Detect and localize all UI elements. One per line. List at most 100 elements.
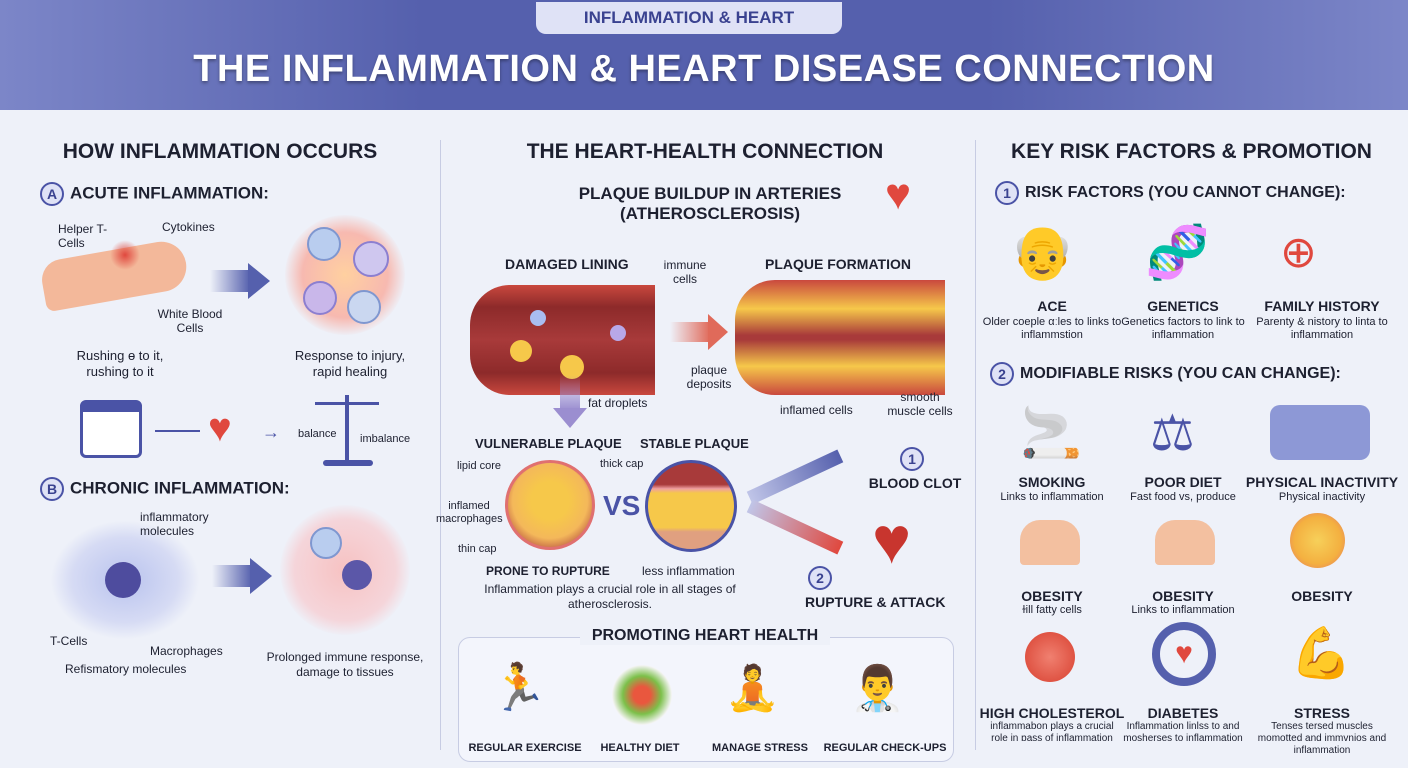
label-stable: STABLE PLAQUE — [640, 436, 749, 451]
family-history-icon: ⊕ — [1280, 228, 1317, 277]
risk-family-desc: Parenty & nistory to linta to inflammati… — [1256, 316, 1388, 342]
fixed-risks-title: 1 RISK FACTORS (YOU CANNOT CHANGE): — [995, 181, 1346, 205]
plaque-subheading: PLAQUE BUILDUP IN ARTERIES (ATHEROSCLERO… — [578, 184, 842, 224]
middle-heading: THE HEART-HEALTH CONNECTION — [526, 140, 884, 163]
connector-line — [155, 430, 200, 432]
badge-2: 2 — [808, 566, 832, 590]
risk-diet-desc: Fast food vs, produce — [1130, 491, 1236, 503]
label-lipid-core: lipid core — [457, 460, 502, 472]
risk-stress-desc: Tenses tersed muscles momotted and immvn… — [1257, 721, 1387, 756]
label-fat-droplets: fat droplets — [588, 396, 648, 410]
promo-diet: HEALTHY DIET — [600, 742, 680, 754]
elderly-couple-icon: 👴 — [1010, 224, 1075, 282]
risk-family-title: FAMILY HISTORY — [1264, 298, 1380, 314]
vs-label: VS — [603, 490, 641, 521]
running-icon: 🏃 — [490, 661, 548, 713]
label-cytokines: Cytokines — [162, 220, 215, 234]
branch-arrow-clot — [746, 449, 844, 505]
stable-plaque-illustration — [645, 460, 737, 552]
promo-stress: MANAGE STRESS — [712, 742, 808, 754]
caption-prolonged: Prolonged immune response, damage to tis… — [266, 650, 424, 679]
label-tcells: T-Cells — [50, 634, 88, 648]
label-less-inflammation: less inflammation — [642, 564, 735, 578]
risk-obesity-title: OBESITY — [1152, 588, 1214, 604]
chronic-title-text: CHRONIC INFLAMMATION: — [70, 478, 290, 498]
badge-2: 2 — [990, 362, 1014, 386]
promo-title: PROMOTING HEART HEALTH — [580, 627, 830, 645]
risk-obesity-desc: Links to inflammation — [1131, 604, 1235, 616]
caption-response: Response to injury, rapid healing — [294, 348, 406, 380]
label-inflammatory-molecules: inflammatory molecules — [140, 510, 209, 539]
risk-obesity-title: OBESITY — [1021, 588, 1083, 604]
badge-1: 1 — [900, 447, 924, 471]
arrow-head-icon — [708, 314, 728, 350]
label-vulnerable: VULNERABLE PLAQUE — [475, 436, 622, 451]
label-white-blood-cells: White Blood Cells — [157, 307, 223, 336]
promo-checkups: REGULAR CHECK-UPS — [823, 742, 947, 754]
topic-tag: INFLAMMATION & HEART — [536, 2, 842, 34]
badge-1: 1 — [995, 181, 1019, 205]
arrow-icon — [670, 322, 710, 342]
immune-cells-illustration — [285, 215, 405, 335]
acute-title-text: ACUTE INFLAMMATION: — [70, 183, 269, 203]
risk-obesity-title: OBESITY — [1291, 588, 1353, 604]
label-rupture-attack: RUPTURE & ATTACK — [805, 594, 946, 610]
label-smooth-muscle: smooth muscle cells — [887, 390, 953, 419]
smoking-icon: 🚬 — [1020, 405, 1083, 461]
heart-hands-icon: ♥ — [885, 170, 912, 219]
stress-icon: 💪 — [1290, 625, 1353, 681]
right-heading: KEY RISK FACTORS & PROMOTION — [1011, 140, 1372, 163]
label-blood-clot: BLOOD CLOT — [868, 475, 962, 491]
label-balance: balance — [298, 428, 337, 440]
heart-anatomy-icon: ♥ — [872, 503, 912, 577]
risk-diet-title: POOR DIET — [1144, 474, 1222, 490]
label-inflamed-cells: inflamed cells — [780, 403, 853, 417]
meditation-icon: 🧘 — [725, 664, 780, 713]
heart-icon: ♥ — [208, 406, 232, 450]
risk-cholesterol-desc: inflammabon plays a crucial role in ɒass… — [990, 721, 1114, 744]
doctor-icon: 👨‍⚕ — [850, 664, 905, 713]
belly-icon — [1155, 520, 1215, 565]
promo-panel — [458, 637, 954, 762]
risk-genetics-desc: Genetics factors to link to inflammation — [1121, 316, 1245, 342]
label-immune-cells: immune cells — [663, 258, 707, 287]
label-thin-cap: thin cap — [458, 543, 497, 555]
belly-icon — [1020, 520, 1080, 565]
couch-icon — [1270, 405, 1370, 460]
vulnerable-plaque-illustration — [505, 460, 595, 550]
risk-stress-title: STRESS — [1293, 705, 1350, 721]
risk-diabetes-title: DIABETES — [1147, 705, 1219, 721]
arrow-right-icon: → — [262, 422, 280, 442]
arrow-head-icon — [250, 558, 272, 594]
column-divider — [975, 140, 976, 750]
promo-exercise: REGULAR EXERCISE — [468, 742, 582, 754]
risk-obesity-desc: ɫill fatty cells — [1022, 604, 1082, 616]
acute-title: A ACUTE INFLAMMATION: — [40, 182, 269, 206]
page-title: THE INFLAMMATION & HEART DISEASE CONNECT… — [193, 48, 1215, 90]
risk-age-desc: Older coeple αːles to links to inflammst… — [982, 316, 1122, 342]
label-helper-tcells: Helper T-Cells — [58, 222, 108, 251]
label-macrophages: Macrophages — [150, 644, 223, 658]
label-macrophages: inflamed macrophages — [436, 500, 503, 526]
calendar-icon — [80, 400, 142, 458]
diet-scale-icon: ⚖ — [1150, 405, 1195, 461]
outcome-rupture: 2 — [808, 566, 838, 590]
risk-smoking-title: SMOKING — [1018, 474, 1086, 490]
badge-a: A — [40, 182, 64, 206]
fat-cells-icon — [1290, 513, 1345, 568]
scale-icon — [345, 395, 349, 460]
label-damaged-lining: DAMAGED LINING — [505, 256, 629, 272]
arrow-head-icon — [248, 263, 270, 299]
label-imbalance: imbalance — [360, 433, 411, 445]
column-divider — [440, 140, 441, 750]
atherosclerosis-note: Inflammation plays a crucial role in all… — [484, 582, 736, 611]
chronic-cells-illustration — [50, 520, 200, 640]
risk-inactivity-desc: Physical inactivity — [1278, 491, 1366, 503]
fixed-risks-title-text: RISK FACTORS (YOU CANNOT CHANGE): — [1025, 184, 1346, 202]
plaque-artery-illustration — [735, 280, 945, 395]
dna-icon: 🧬 — [1145, 224, 1210, 282]
left-heading: HOW INFLAMMATION OCCURS — [62, 140, 378, 163]
